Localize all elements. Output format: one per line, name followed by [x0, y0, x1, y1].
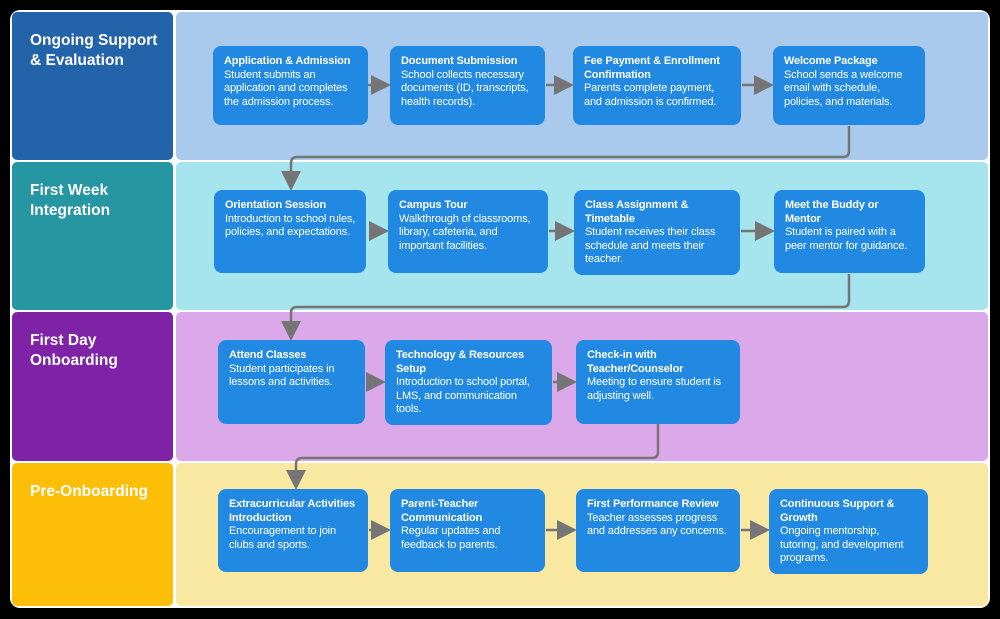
- node-fee-payment-confirmation[interactable]: Fee Payment & Enrollment Confirmation Pa…: [573, 46, 741, 125]
- node-title: Application & Admission: [224, 55, 351, 67]
- node-title: First Performance Review: [587, 498, 719, 510]
- node-desc: School collects necessary documents (ID,…: [401, 68, 529, 108]
- node-title: Document Submission: [401, 55, 518, 67]
- node-desc: Introduction to school rules, policies, …: [225, 212, 356, 239]
- node-desc: Student submits an application and compl…: [224, 68, 348, 108]
- node-title: Fee Payment & Enrollment Confirmation: [584, 55, 720, 81]
- node-title: Class Assignment & Timetable: [585, 199, 689, 225]
- lane-title: First Day Onboarding: [30, 332, 118, 369]
- node-welcome-package[interactable]: Welcome Package School sends a welcome e…: [773, 46, 925, 125]
- node-desc: Student participates in lessons and acti…: [229, 362, 335, 389]
- lane-title: Pre-Onboarding: [30, 483, 148, 500]
- node-title: Welcome Package: [784, 55, 878, 67]
- node-attend-classes[interactable]: Attend Classes Student participates in l…: [218, 340, 365, 424]
- node-extracurricular-activities[interactable]: Extracurricular Activities Introduction …: [218, 489, 368, 572]
- node-first-performance-review[interactable]: First Performance Review Teacher assesse…: [576, 489, 740, 572]
- node-meet-buddy-mentor[interactable]: Meet the Buddy or Mentor Student is pair…: [774, 190, 925, 273]
- node-desc: Teacher assesses progress and addresses …: [587, 511, 727, 538]
- node-parent-teacher-communication[interactable]: Parent-Teacher Communication Regular upd…: [390, 489, 545, 572]
- lane-header-pre-onboarding: Pre-Onboarding: [12, 463, 173, 606]
- node-desc: Walkthrough of classrooms, library, cafe…: [399, 212, 531, 252]
- node-desc: School sends a welcome email with schedu…: [784, 68, 903, 108]
- lane-title: Ongoing Support & Evaluation: [30, 32, 158, 69]
- node-desc: Regular updates and feedback to parents.: [401, 525, 501, 551]
- swimlane-diagram: Ongoing Support & Evaluation First Week …: [10, 10, 990, 608]
- node-desc: Meeting to ensure student is adjusting w…: [587, 376, 721, 402]
- lane-title: First Week Integration: [30, 182, 111, 219]
- lane-header-ongoing-support: Ongoing Support & Evaluation: [12, 12, 173, 160]
- node-title: Attend Classes: [229, 349, 307, 361]
- node-title: Campus Tour: [399, 199, 468, 211]
- node-campus-tour[interactable]: Campus Tour Walkthrough of classrooms, l…: [388, 190, 548, 273]
- node-desc: Student is paired with a peer mentor for…: [785, 226, 908, 252]
- node-desc: Parents complete payment, and admission …: [584, 82, 717, 108]
- node-class-assignment-timetable[interactable]: Class Assignment & Timetable Student rec…: [574, 190, 740, 275]
- node-title: Extracurricular Activities Introduction: [229, 498, 355, 524]
- node-application-admission[interactable]: Application & Admission Student submits …: [213, 46, 368, 125]
- node-technology-resources-setup[interactable]: Technology & Resources Setup Introductio…: [385, 340, 552, 425]
- node-orientation-session[interactable]: Orientation Session Introduction to scho…: [214, 190, 366, 273]
- node-title: Technology & Resources Setup: [396, 349, 524, 375]
- node-document-submission[interactable]: Document Submission School collects nece…: [390, 46, 545, 125]
- lane-header-first-day: First Day Onboarding: [12, 312, 173, 461]
- node-desc: Ongoing mentorship, tutoring, and develo…: [780, 525, 904, 564]
- node-title: Parent-Teacher Communication: [401, 498, 483, 524]
- node-title: Check-in with Teacher/Counselor: [587, 349, 684, 375]
- lane-header-first-week: First Week Integration: [12, 162, 173, 310]
- node-checkin-teacher-counselor[interactable]: Check-in with Teacher/Counselor Meeting …: [576, 340, 740, 424]
- node-desc: Introduction to school portal, LMS, and …: [396, 376, 530, 415]
- node-title: Continuous Support & Growth: [780, 498, 895, 524]
- node-title: Orientation Session: [225, 199, 327, 211]
- node-continuous-support-growth[interactable]: Continuous Support & Growth Ongoing ment…: [769, 489, 928, 574]
- node-desc: Student receives their class schedule an…: [585, 226, 716, 265]
- node-title: Meet the Buddy or Mentor: [785, 199, 879, 225]
- node-desc: Encouragement to join clubs and sports.: [229, 525, 336, 551]
